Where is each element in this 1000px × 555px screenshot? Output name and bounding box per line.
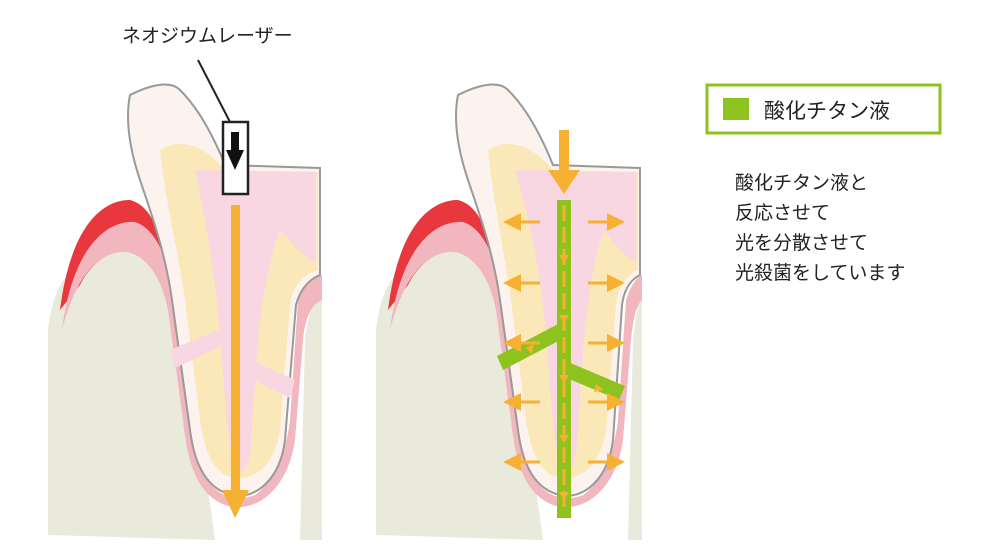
legend-swatch <box>723 98 749 120</box>
down-arrow <box>559 315 569 323</box>
legend-box: 酸化チタン液 <box>705 83 942 135</box>
left-tooth: ネオジウムレーザー <box>48 25 322 540</box>
scatter-arrows <box>503 213 625 471</box>
down-arrows <box>526 255 604 500</box>
downward-arrow-probe-icon <box>226 132 244 170</box>
left-canal-branch-right <box>236 355 295 398</box>
right-tooth <box>376 83 642 540</box>
down-arrow <box>559 435 569 443</box>
left-canal-branch-left <box>170 325 234 368</box>
description-line: 酸化チタン液と <box>735 172 869 194</box>
description-line: 光殺菌をしています <box>735 262 906 284</box>
down-arrow <box>559 492 569 500</box>
down-arrow <box>526 344 534 354</box>
right-pulp <box>515 170 636 473</box>
left-gum-pink <box>62 221 322 508</box>
legend-label: 酸化チタン液 <box>764 99 890 123</box>
laser-label: ネオジウムレーザー <box>122 25 293 47</box>
laser-pointer-line <box>197 59 231 123</box>
right-laser-incoming <box>559 130 569 175</box>
description-line: 反応させて <box>735 202 831 224</box>
titanium-liquid-branch-right <box>562 362 625 400</box>
left-laser-beam <box>231 205 240 495</box>
description-line: 光を分散させて <box>735 232 869 254</box>
right-laser-incoming-head <box>548 170 580 194</box>
down-arrow <box>559 375 569 383</box>
down-arrow <box>594 384 604 392</box>
description-text: 酸化チタン液と 反応させて 光を分散させて 光殺菌をしています <box>735 168 905 288</box>
right-gum-pink <box>390 221 642 508</box>
left-laser-arrowhead <box>222 490 249 518</box>
left-pulp <box>195 170 315 473</box>
down-arrow <box>559 255 569 263</box>
